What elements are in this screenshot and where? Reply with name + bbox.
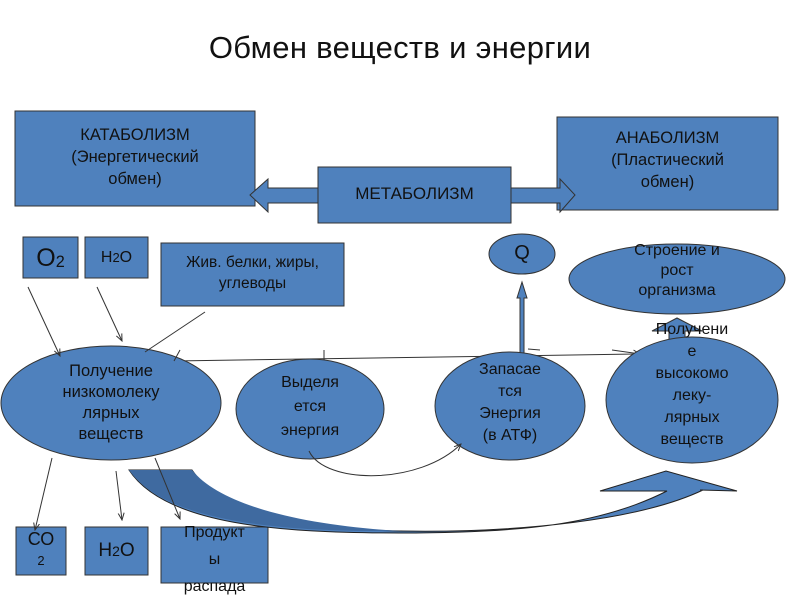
metabolism-box [317, 166, 512, 224]
arrow-to-co2 [35, 457, 53, 530]
arrow-to-catabolism [249, 177, 319, 214]
low-molecular-line-4: веществ [78, 425, 144, 443]
growth-label: Строение и рост организма [569, 241, 785, 301]
o2-label: O2 [23, 243, 78, 276]
decay-line-2: ы [208, 551, 221, 568]
high-molecular-label: Получени е высокомо леку- лярных веществ [606, 319, 778, 451]
energy-released-line-3: энергия [280, 422, 340, 439]
energy-released-line-2: ется [293, 398, 327, 415]
growth-ellipse [568, 243, 786, 315]
high-molecular-line-2: е [687, 343, 697, 360]
decay-line-3: распада [183, 578, 246, 595]
arrow-up-to-q [516, 280, 528, 360]
arrow-food-to-ellipse [144, 311, 206, 353]
arrow-small-tick [173, 349, 181, 362]
o2-box [22, 236, 79, 279]
arrow-to-anabolism [510, 177, 576, 214]
high-molecular-line-3: высокомо [655, 365, 729, 382]
arrow-to-h2o-bottom [115, 470, 122, 520]
h2o-bottom-pre: H [98, 540, 113, 561]
co2-line-1: СО [27, 529, 55, 549]
anabolism-box [556, 116, 779, 211]
metabolism-label: МЕТАБОЛИЗМ [355, 184, 474, 203]
catabolism-subtitle-2: обмен) [108, 170, 162, 188]
high-molecular-line-1: Получени [655, 321, 729, 338]
page-title: Обмен веществ и энергии [208, 30, 592, 65]
energy-released-line-1: Выделя [281, 374, 339, 391]
decay-box [160, 526, 269, 584]
energy-stored-line-2: тся [498, 383, 522, 400]
catabolism-label: КАТАБОЛИЗМ (Энергетический обмен) [15, 124, 255, 190]
low-molecular-label: Получение низкомолеку лярных веществ [1, 361, 221, 445]
anabolism-subtitle-2: обмен) [640, 173, 695, 191]
h2o-top-box [84, 236, 149, 279]
anabolism-label: АНАБОЛИЗМ (Пластический обмен) [557, 127, 778, 193]
q-label: Q [514, 242, 530, 264]
growth-line-1: Строение и [634, 242, 720, 259]
high-molecular-line-4: леку- [672, 387, 712, 404]
q-ellipse [488, 233, 556, 275]
food-label: Жив. белки, жиры, углеводы [161, 252, 344, 294]
h2o-bottom-post: O [119, 540, 135, 561]
energy-stored-ellipse [434, 351, 586, 461]
energy-stored-line-1: Запасае [479, 361, 541, 378]
h2o-bottom-box [84, 526, 149, 576]
food-box [160, 242, 345, 307]
h2o-top-pre: H [100, 249, 113, 266]
energy-stored-label: Запасае тся Энергия (в АТФ) [435, 359, 585, 447]
co2-box [15, 526, 67, 576]
h2o-top-label: H2O [85, 248, 148, 267]
food-line-2: углеводы [218, 275, 287, 292]
low-molecular-line-3: лярных [82, 404, 140, 422]
arrow-h2o-to-ellipse [96, 286, 122, 341]
low-molecular-line-2: низкомолеку [62, 383, 160, 401]
energy-released-ellipse [235, 358, 385, 460]
arrow-to-decay [154, 457, 180, 519]
energy-released-label: Выделя ется энергия [236, 371, 384, 443]
food-line-1: Жив. белки, жиры, [186, 254, 319, 271]
high-molecular-line-5: лярных [664, 409, 720, 426]
catabolism-box [14, 110, 256, 207]
catabolism-title: КАТАБОЛИЗМ [80, 126, 190, 144]
catabolism-subtitle: (Энергетический [71, 148, 199, 166]
o2-sub: 2 [55, 252, 65, 271]
high-molecular-ellipse [605, 336, 779, 464]
horizontal-connector [173, 353, 641, 362]
anabolism-title: АНАБОЛИЗМ [615, 129, 720, 147]
co2-label: СО 2 [16, 528, 66, 572]
h2o-bottom-label: H2O [85, 540, 148, 563]
curved-block-arrow-shadow [129, 470, 400, 532]
energy-stored-line-3: Энергия [479, 405, 541, 422]
h2o-bottom-sub: 2 [112, 543, 120, 559]
growth-line-2: рост [660, 262, 694, 279]
curved-arrow-energy [308, 444, 461, 477]
h2o-top-post: O [119, 249, 133, 266]
connector-arrow-q [527, 348, 541, 351]
low-molecular-ellipse [0, 345, 222, 461]
growth-line-3: организма [638, 282, 716, 299]
anabolism-subtitle: (Пластический [611, 151, 724, 169]
arrow-o2-to-ellipse [27, 286, 60, 356]
h2o-top-sub: 2 [112, 250, 120, 265]
decay-line-1: Продукт [184, 524, 245, 541]
co2-line-2: 2 [37, 553, 45, 568]
high-molecular-line-6: веществ [660, 431, 724, 448]
energy-stored-line-4: (в АТФ) [482, 427, 538, 444]
o2-base: O [36, 244, 56, 272]
decay-label: Продукт ы распада [161, 519, 268, 600]
low-molecular-line-1: Получение [69, 362, 153, 380]
